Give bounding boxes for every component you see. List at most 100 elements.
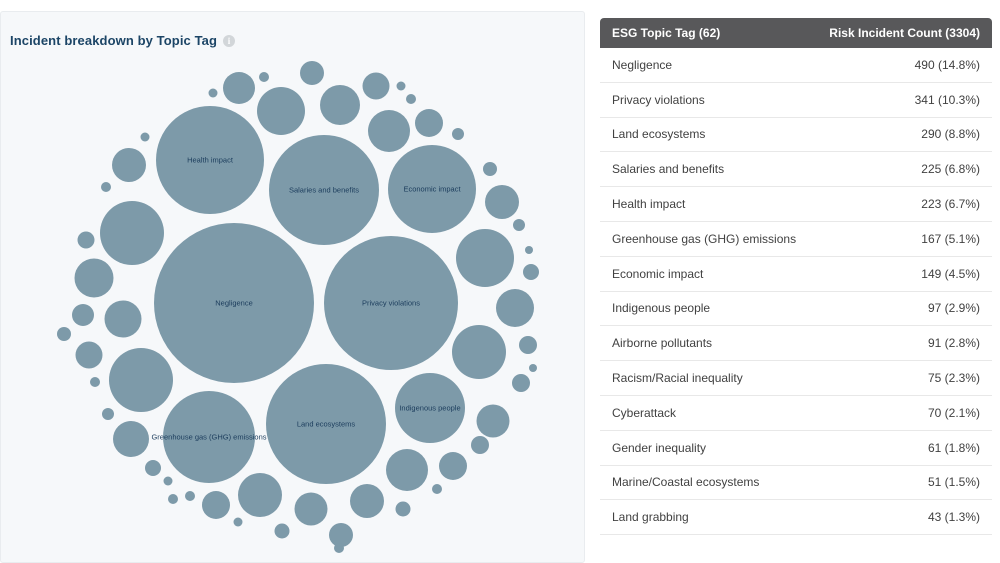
- topic-bubble[interactable]: [519, 336, 537, 354]
- topic-bubble[interactable]: [529, 364, 537, 372]
- table-row[interactable]: Health impact 223 (6.7%): [600, 187, 992, 222]
- row-topic-tag: Greenhouse gas (GHG) emissions: [612, 231, 797, 246]
- topic-bubble[interactable]: [185, 491, 195, 501]
- topic-bubble[interactable]: [523, 264, 539, 280]
- topic-bubble[interactable]: [294, 492, 328, 526]
- topic-bubble[interactable]: [320, 85, 360, 125]
- row-topic-tag: Health impact: [612, 197, 686, 212]
- topic-bubble[interactable]: [300, 61, 324, 85]
- panel-header: Incident breakdown by Topic Tag i: [10, 33, 236, 48]
- topic-bubble[interactable]: [208, 88, 218, 98]
- topic-bubble[interactable]: [74, 258, 114, 298]
- topic-bubble[interactable]: [334, 543, 344, 553]
- row-incident-count: 61 (1.8%): [927, 440, 980, 455]
- topic-bubble[interactable]: [140, 132, 150, 142]
- topic-bubble[interactable]: [112, 148, 146, 182]
- topic-bubble[interactable]: [75, 341, 103, 369]
- topic-bubble[interactable]: [452, 325, 506, 379]
- topic-bubble[interactable]: [471, 436, 489, 454]
- table-row[interactable]: Land ecosystems 290 (8.8%): [600, 118, 992, 153]
- topic-bubble[interactable]: [329, 523, 353, 547]
- topic-bubble[interactable]: [439, 452, 467, 480]
- topic-bubble[interactable]: [163, 476, 173, 486]
- topic-bubble[interactable]: [101, 182, 111, 192]
- topic-bubble[interactable]: [202, 491, 230, 519]
- topic-bubble-negligence[interactable]: [154, 223, 314, 383]
- row-topic-tag: Gender inequality: [612, 440, 707, 455]
- topic-bubble-economic-impact[interactable]: [388, 145, 476, 233]
- topic-bubble[interactable]: [104, 300, 142, 338]
- topic-bubble[interactable]: [233, 517, 243, 527]
- topic-bubble[interactable]: [90, 377, 100, 387]
- topic-bubble[interactable]: [362, 72, 390, 100]
- chart-title: Incident breakdown by Topic Tag: [10, 33, 218, 48]
- topic-bubble[interactable]: [350, 484, 384, 518]
- topic-bubble[interactable]: [483, 162, 497, 176]
- topic-bubble[interactable]: [274, 523, 290, 539]
- row-incident-count: 167 (5.1%): [921, 231, 980, 246]
- row-incident-count: 97 (2.9%): [927, 301, 980, 316]
- topic-bubble[interactable]: [57, 327, 71, 341]
- topic-bubble[interactable]: [396, 81, 406, 91]
- topic-bubble-greenhouse-gas-ghg-emissions[interactable]: [163, 391, 255, 483]
- bubble-label: Indigenous people: [399, 404, 460, 413]
- topic-bubble[interactable]: [102, 408, 114, 420]
- row-topic-tag: Negligence: [612, 57, 673, 72]
- topic-bubble[interactable]: [223, 72, 255, 104]
- topic-bubble[interactable]: [368, 110, 410, 152]
- topic-bubble-health-impact[interactable]: [156, 106, 264, 214]
- topic-bubble[interactable]: [452, 128, 464, 140]
- topic-bubble[interactable]: [496, 289, 534, 327]
- row-topic-tag: Indigenous people: [612, 301, 711, 316]
- topic-bubble[interactable]: [512, 374, 530, 392]
- table-row[interactable]: Gender inequality 61 (1.8%): [600, 431, 992, 466]
- row-incident-count: 223 (6.7%): [921, 197, 980, 212]
- bubble-label: Greenhouse gas (GHG) emissions: [151, 433, 266, 442]
- row-incident-count: 51 (1.5%): [927, 475, 980, 490]
- topic-bubble[interactable]: [168, 494, 178, 504]
- row-incident-count: 290 (8.8%): [921, 127, 980, 142]
- topic-bubble[interactable]: [109, 348, 173, 412]
- topic-bubble[interactable]: [72, 304, 94, 326]
- table-row[interactable]: Indigenous people 97 (2.9%): [600, 292, 992, 327]
- topic-bubble[interactable]: [415, 109, 443, 137]
- row-topic-tag: Land ecosystems: [612, 127, 706, 142]
- topic-bubble[interactable]: [386, 449, 428, 491]
- topic-bubble[interactable]: [406, 94, 416, 104]
- topic-bubble[interactable]: [238, 473, 282, 517]
- topic-bubble-salaries-and-benefits[interactable]: [269, 135, 379, 245]
- topic-bubble[interactable]: [100, 201, 164, 265]
- topic-bubble[interactable]: [485, 185, 519, 219]
- topic-bubble-privacy-violations[interactable]: [324, 236, 458, 370]
- bubble-label: Economic impact: [403, 185, 461, 194]
- topic-bubble[interactable]: [113, 421, 149, 457]
- topic-bubble[interactable]: [257, 87, 305, 135]
- table-row[interactable]: Greenhouse gas (GHG) emissions 167 (5.1%): [600, 222, 992, 257]
- row-topic-tag: Salaries and benefits: [612, 162, 725, 177]
- topic-bubble[interactable]: [525, 246, 533, 254]
- info-icon[interactable]: i: [223, 34, 236, 47]
- topic-bubble[interactable]: [77, 231, 95, 249]
- topic-bubble-indigenous-people[interactable]: [395, 373, 465, 443]
- topic-bubble-land-ecosystems[interactable]: [266, 364, 386, 484]
- topic-bubble[interactable]: [513, 219, 525, 231]
- topic-bubble[interactable]: [476, 404, 510, 438]
- topic-bubble[interactable]: [259, 72, 269, 82]
- row-incident-count: 91 (2.8%): [927, 336, 980, 351]
- topic-bubble[interactable]: [432, 484, 442, 494]
- bubble-label: Health impact: [187, 156, 234, 165]
- topic-bubble[interactable]: [395, 501, 411, 517]
- topic-bubble[interactable]: [456, 229, 514, 287]
- topic-bubble[interactable]: [145, 460, 161, 476]
